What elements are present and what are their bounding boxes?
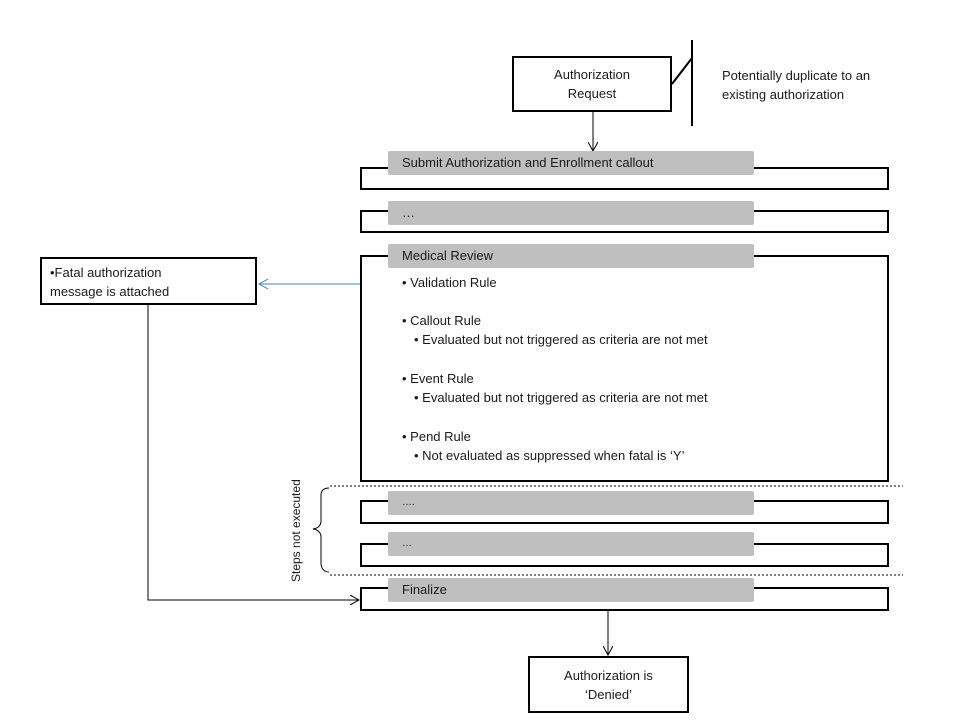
duplicate-annotation-line1: Potentially duplicate to an <box>722 68 871 83</box>
authorization-request-box: Authorization Request <box>512 56 672 112</box>
authorization-request-line2: Request <box>567 86 617 101</box>
fatal-message-box: •Fatal authorization message is attached <box>40 257 257 305</box>
authorization-denied-box: Authorization is ‘Denied’ <box>528 656 689 713</box>
submit-stage-bar: Submit Authorization and Enrollment call… <box>388 151 754 175</box>
duplicate-annotation: Potentially duplicate to an existing aut… <box>722 66 870 104</box>
medical-review-bar: Medical Review <box>388 244 754 268</box>
steps-not-executed-label: Steps not executed <box>289 479 303 582</box>
authorization-request-line1: Authorization <box>554 67 630 82</box>
authorization-denied-line1: Authorization is <box>564 667 653 683</box>
pend-rule-detail: • Not evaluated as suppressed when fatal… <box>414 448 685 463</box>
skipped-stage-2-bar: … <box>388 532 754 556</box>
callout-rule-detail: • Evaluated but not triggered as criteri… <box>414 332 708 347</box>
event-rule: • Event Rule <box>402 371 474 386</box>
validation-rule: • Validation Rule <box>402 275 497 290</box>
medical-review-box <box>360 255 889 482</box>
authorization-denied-line2: ‘Denied’ <box>585 686 632 702</box>
pend-rule: • Pend Rule <box>402 429 471 444</box>
event-rule-detail: • Evaluated but not triggered as criteri… <box>414 390 708 405</box>
ellipsis-stage-1-bar: … <box>388 201 754 225</box>
annotation-bracket <box>671 40 693 126</box>
callout-rule: • Callout Rule <box>402 313 481 328</box>
skipped-stage-1-bar: …. <box>388 491 754 515</box>
medical-review-rules: • Validation Rule • Callout Rule • Evalu… <box>402 273 708 465</box>
arrow-fatal-to-finalize <box>147 305 359 600</box>
fatal-message-line2: message is attached <box>50 284 170 299</box>
fatal-message-line1: •Fatal authorization <box>50 265 162 280</box>
skipped-steps-brace <box>312 487 330 573</box>
finalize-stage-bar: Finalize <box>388 578 754 602</box>
duplicate-annotation-line2: existing authorization <box>722 87 845 102</box>
